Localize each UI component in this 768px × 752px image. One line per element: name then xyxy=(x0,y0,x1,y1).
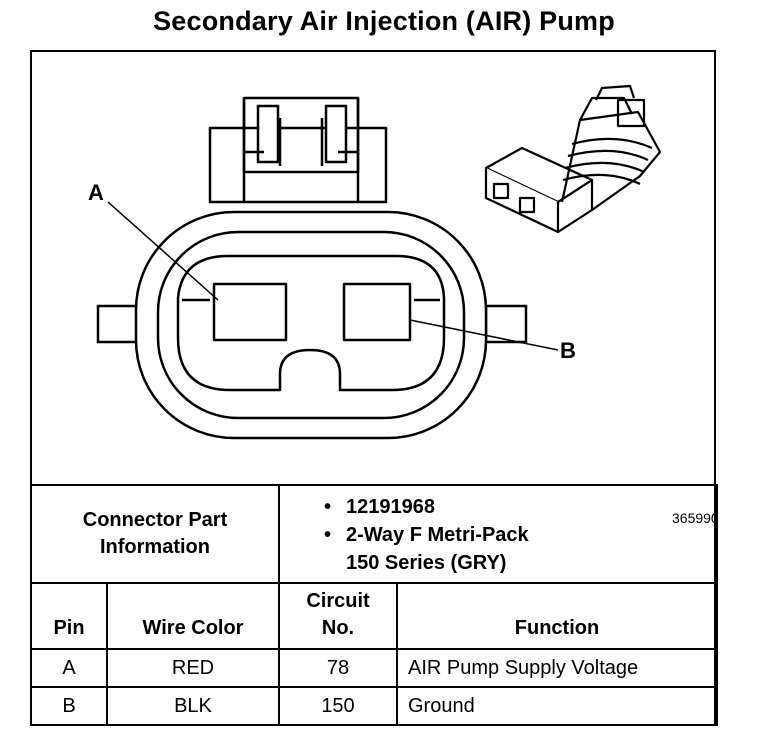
table-header-row: Pin Wire Color Circuit No. Function xyxy=(30,582,718,650)
callout-a-leader xyxy=(107,201,219,301)
page-title: Secondary Air Injection (AIR) Pump xyxy=(153,6,615,36)
header-wire-color: Wire Color xyxy=(106,582,280,650)
function-cell: Ground xyxy=(396,686,718,726)
callout-b-leader xyxy=(409,319,559,351)
callout-a-label: A xyxy=(88,180,104,205)
circuit-cell: 78 xyxy=(278,648,398,688)
connector-part-info-label: Connector Part Information xyxy=(30,484,280,584)
part-number: •12191968 xyxy=(324,496,435,518)
connector-diagram xyxy=(96,84,662,440)
connector-latch xyxy=(208,96,388,204)
connector-table: Connector Part Information •12191968 •2-… xyxy=(30,484,718,726)
header-circuit-no: Circuit No. xyxy=(278,582,398,650)
connector-description: •2-Way F Metri-Pack xyxy=(324,524,529,546)
table-row: A RED 78 AIR Pump Supply Voltage xyxy=(30,648,718,688)
table-row: B BLK 150 Ground xyxy=(30,686,718,726)
pin-cell: B xyxy=(30,686,108,726)
connector-housing xyxy=(134,210,488,440)
wire-color-cell: BLK xyxy=(106,686,280,726)
connector-isometric-sketch xyxy=(484,84,662,234)
terminal-a xyxy=(212,282,288,342)
connector-part-info-values: •12191968 •2-Way F Metri-Pack 150 Series… xyxy=(278,484,718,584)
callout-b-label: B xyxy=(560,338,576,363)
diagram-frame: A B 365990 xyxy=(30,50,719,726)
header-pin: Pin xyxy=(30,582,108,650)
function-cell: AIR Pump Supply Voltage xyxy=(396,648,718,688)
header-function: Function xyxy=(396,582,718,650)
terminal-b xyxy=(342,282,412,342)
pin-cell: A xyxy=(30,648,108,688)
circuit-cell: 150 xyxy=(278,686,398,726)
wire-color-cell: RED xyxy=(106,648,280,688)
connector-part-info-row: Connector Part Information •12191968 •2-… xyxy=(30,484,718,584)
